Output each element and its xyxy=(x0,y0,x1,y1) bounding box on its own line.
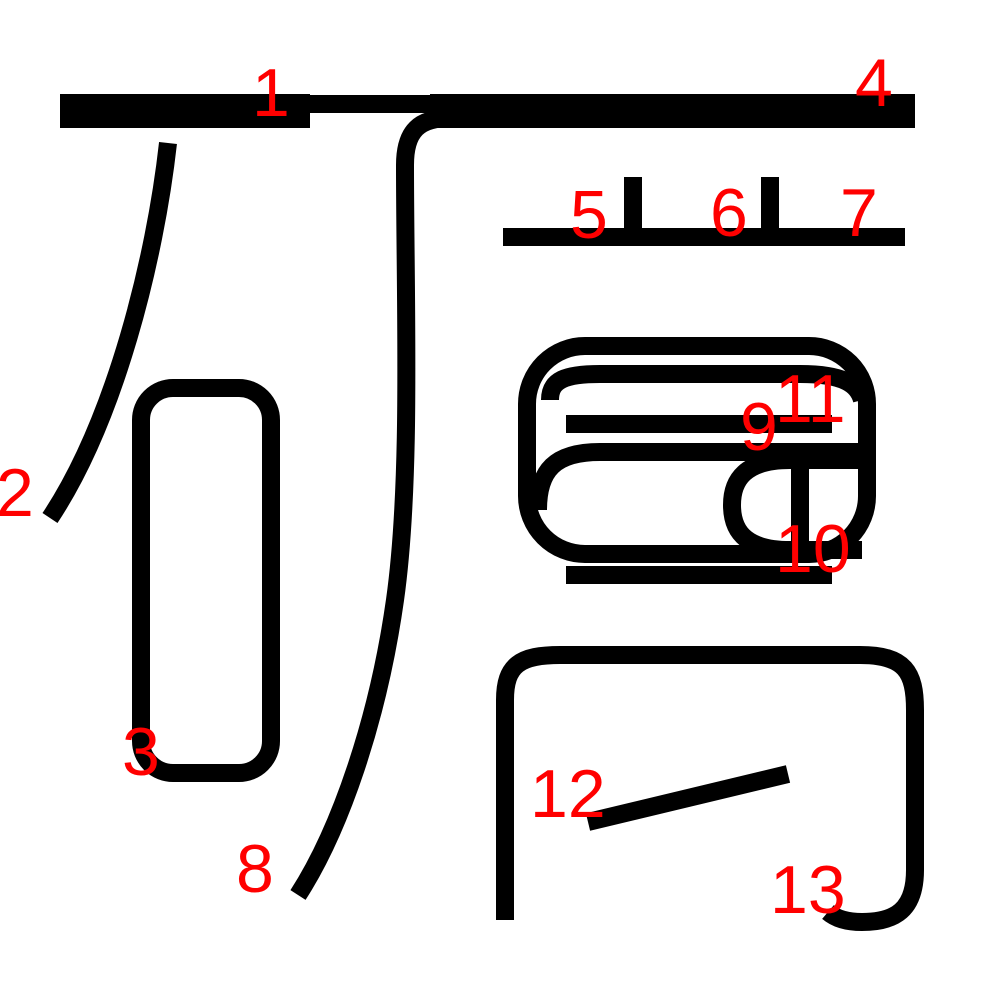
label-1: 1 xyxy=(252,55,290,131)
strokes xyxy=(42,94,924,931)
stroke-9-middle-curve xyxy=(529,443,862,511)
label-9: 9 xyxy=(740,389,778,465)
label-10: 10 xyxy=(775,511,851,587)
label-3: 3 xyxy=(122,714,160,790)
stroke-2 xyxy=(42,142,177,523)
label-8: 8 xyxy=(236,831,274,907)
stroke-3 xyxy=(132,379,280,782)
label-7: 7 xyxy=(840,175,878,251)
stroke-8 xyxy=(290,109,460,900)
label-4: 4 xyxy=(855,45,893,121)
label-2: 2 xyxy=(0,455,34,531)
label-11: 11 xyxy=(775,361,846,437)
label-13: 13 xyxy=(770,852,846,928)
label-12: 12 xyxy=(530,756,606,832)
stroke-number-labels: 1 2 3 4 5 6 7 8 9 10 11 12 13 xyxy=(0,45,893,928)
stroke-12 xyxy=(585,765,791,831)
stroke-11-inner-top xyxy=(541,365,871,403)
stroke-10-loop xyxy=(723,451,862,559)
stroke-13 xyxy=(496,646,924,931)
label-6: 6 xyxy=(710,175,748,251)
stroke-11-outer-box xyxy=(518,337,876,563)
label-5: 5 xyxy=(570,177,608,253)
